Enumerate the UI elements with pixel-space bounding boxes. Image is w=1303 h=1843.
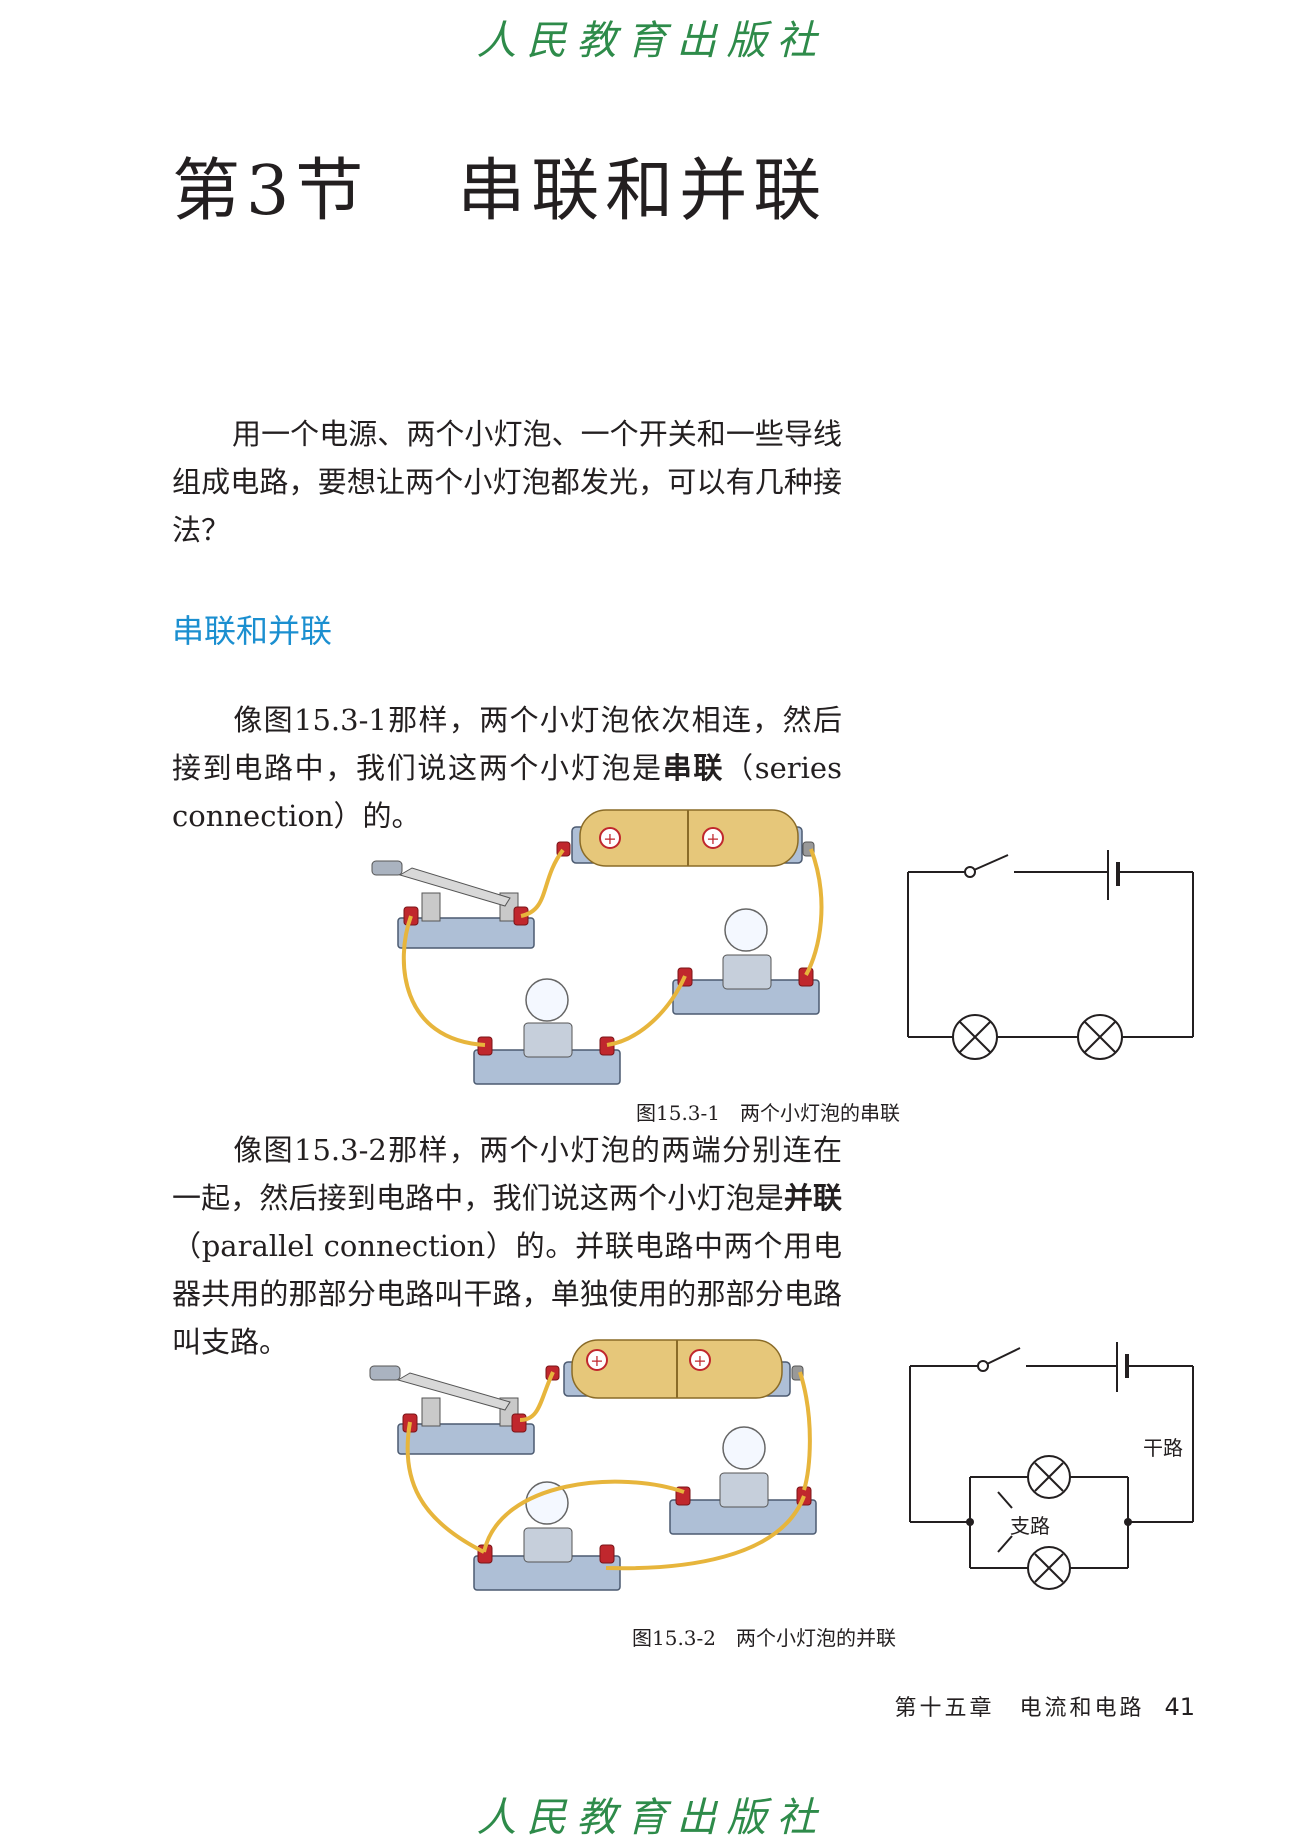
series-term: 串联 <box>662 751 725 785</box>
series-paragraph: 像图15.3-1那样，两个小灯泡依次相连，然后接到电路中，我们说这两个小灯泡是串… <box>172 696 842 840</box>
parallel-term: 并联 <box>783 1181 842 1215</box>
trunk-label: 干路 <box>1143 1436 1183 1460</box>
intro-paragraph: 用一个电源、两个小灯泡、一个开关和一些导线组成电路，要想让两个小灯泡都发光，可以… <box>172 410 842 554</box>
intro-text: 用一个电源、两个小灯泡、一个开关和一些导线组成电路，要想让两个小灯泡都发光，可以… <box>172 417 842 547</box>
series-text-after: （series connection）的。 <box>172 751 842 833</box>
parallel-paragraph: 像图15.3-2那样，两个小灯泡的两端分别连在一起，然后接到电路中，我们说这两个… <box>172 1126 842 1366</box>
page-number: 41 <box>1164 1693 1195 1721</box>
section-number: 第3节 <box>172 152 370 231</box>
parallel-text-before: 像图15.3-2那样，两个小灯泡的两端分别连在一起，然后接到电路中，我们说这两个… <box>172 1133 842 1215</box>
branch-label: 支路 <box>1010 1514 1050 1538</box>
fig1-caption: 图15.3-1 两个小灯泡的串联 <box>636 1101 901 1125</box>
section-title: 第3节 串联和并联 <box>172 135 827 234</box>
publisher-logo-top: 人民教育出版社 <box>476 18 827 64</box>
series-text-before: 像图15.3-1那样，两个小灯泡依次相连，然后接到电路中，我们说这两个小灯泡是 <box>172 703 842 785</box>
fig2-caption: 图15.3-2 两个小灯泡的并联 <box>632 1626 897 1650</box>
section-name: 串联和并联 <box>457 152 828 231</box>
subsection-heading: 串联和并联 <box>172 612 333 650</box>
page-footer: 第十五章 电流和电路 41 <box>894 1690 1195 1722</box>
publisher-logo-bottom: 人民教育出版社 <box>476 1795 827 1841</box>
parallel-text-after: （parallel connection）的。并联电路中两个用电器共用的那部分电… <box>172 1229 842 1359</box>
footer-chapter: 第十五章 电流和电路 <box>894 1696 1145 1721</box>
